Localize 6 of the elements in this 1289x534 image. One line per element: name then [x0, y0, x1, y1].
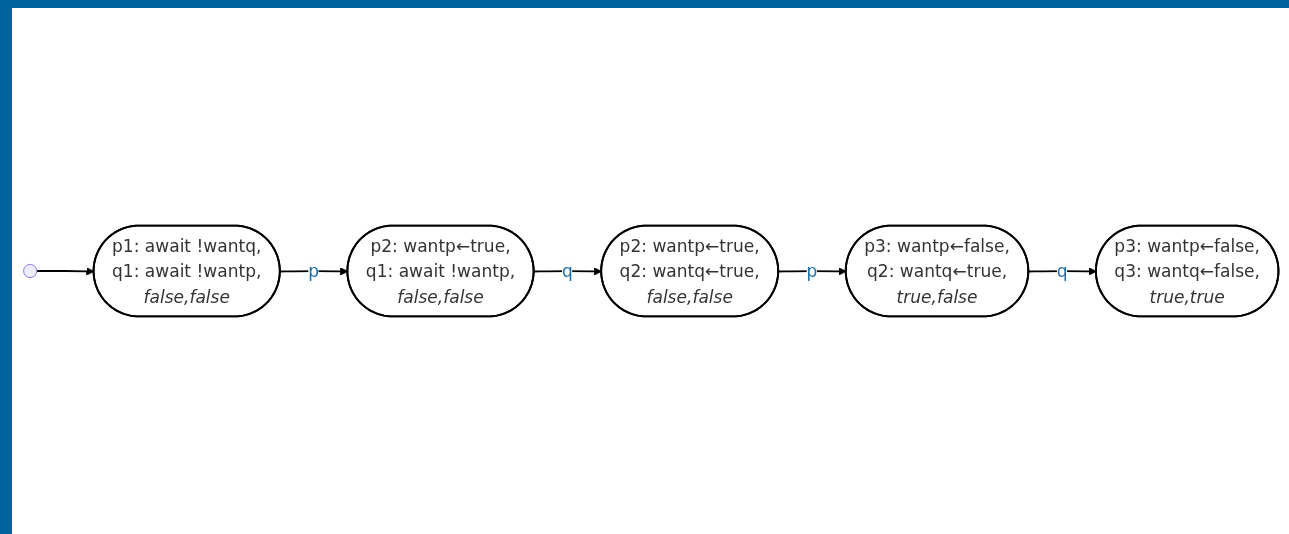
edge-label: p [307, 261, 319, 281]
edge-label: q [1056, 261, 1068, 281]
node-circle [22, 263, 37, 279]
edge-label: q [561, 261, 573, 281]
arrow [35, 267, 94, 276]
edge-label: p [806, 261, 817, 281]
